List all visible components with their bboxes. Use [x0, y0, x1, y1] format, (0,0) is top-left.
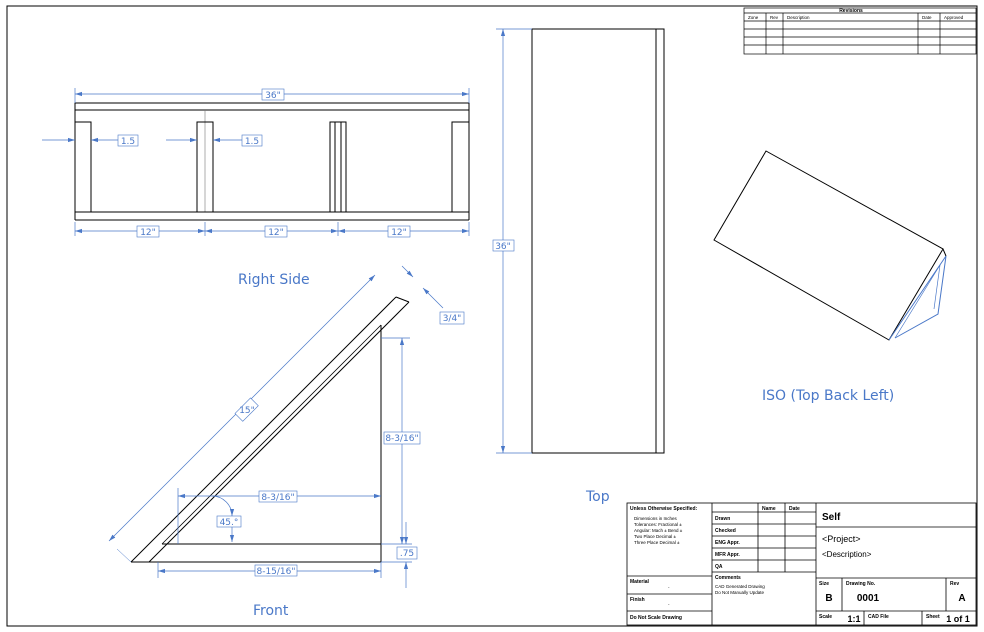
title-block-grid [626, 502, 977, 626]
front-base-dim: 8-15/16" [256, 567, 295, 577]
finish-label: Finish [630, 597, 645, 603]
rev-header-zone: Zone [748, 15, 759, 20]
rev-header-approved: Approved [944, 15, 964, 20]
scale-label: Scale [819, 614, 832, 620]
front-inner-width-dim: 8-3/16" [261, 493, 294, 503]
sheet-value: 1 of 1 [946, 614, 970, 624]
iso-label: ISO (Top Back Left) [762, 388, 894, 404]
rs-dim-labels: 36" 1.5 1.5 12" 12" 12" [117, 88, 411, 238]
rs-thick-dim-1: 1.5 [121, 137, 135, 147]
role-eng-appr: ENG Appr. [715, 540, 740, 546]
specs-line-2: Tolerances: Fractional ± [634, 522, 682, 527]
front-height-dim: 8-3/16" [385, 434, 418, 444]
drawing-no-value: 0001 [857, 593, 880, 604]
right-side-view [74, 102, 470, 221]
top-view [531, 28, 665, 454]
title-block-specs: Unless Otherwise Specified: Dimensions i… [630, 506, 698, 621]
comments-label: Comments [715, 575, 741, 581]
role-checked: Checked [715, 528, 736, 534]
revisions-title: Revisions [839, 8, 863, 14]
size-value: B [825, 593, 832, 604]
revisions-text: Revisions Zone Rev Description Date Appr… [748, 8, 964, 20]
rs-total-dim: 36" [265, 91, 281, 101]
company-name: Self [822, 512, 841, 523]
specs-line-3: Angular: Mach ± Bend ± [634, 528, 683, 533]
rev-value: A [958, 593, 965, 604]
rs-rib-1 [74, 121, 92, 213]
role-mfr-appr: MFR Appr. [715, 552, 740, 558]
front-thickness-dim: 3/4" [443, 314, 462, 324]
material-value: - [668, 585, 670, 590]
name-header: Name [762, 506, 776, 512]
top-label: Top [585, 489, 610, 505]
date-header: Date [789, 506, 800, 512]
rev-label: Rev [950, 581, 959, 587]
specs-line-4: Two Place Decimal ± [634, 534, 677, 539]
comments-line-1: CAD Generated Drawing [715, 584, 765, 589]
rev-header-date: Date [922, 15, 932, 20]
front-base-thick-dim: .75 [400, 549, 414, 559]
specs-line-5: Three Place Decimal ± [634, 540, 680, 545]
front-dimensions [108, 265, 444, 588]
front-dim-labels: 15" 3/4" 8-3/16" 8-3/16" 45.° 8-15/16" .… [216, 311, 465, 577]
rs-rib-3 [329, 121, 347, 213]
iso-view [713, 150, 947, 341]
sheet-label: Sheet [926, 614, 940, 620]
rs-top-board [74, 102, 470, 111]
rs-space-dim-3: 12" [391, 228, 407, 238]
rs-thick-dim-2: 1.5 [245, 137, 259, 147]
title-block-main: Self <Project> <Description> Size B Draw… [819, 512, 970, 624]
material-label: Material [630, 579, 650, 585]
revisions-table [743, 7, 977, 55]
do-not-scale: Do Not Scale Drawing [630, 615, 682, 621]
top-outline [531, 28, 665, 454]
rs-rib-2 [196, 121, 214, 213]
role-qa: QA [715, 564, 723, 570]
comments-line-2: Do Not Manually Update [715, 590, 765, 595]
finish-value: - [668, 602, 670, 607]
role-drawn: Drawn [715, 516, 730, 522]
project-name: <Project> [822, 534, 861, 544]
front-label: Front [253, 603, 289, 619]
sheet-border [6, 5, 978, 627]
specs-line-1: Dimensions in Inches [634, 516, 678, 521]
size-label: Size [819, 581, 829, 587]
front-hyp-dim: 15" [239, 406, 255, 416]
rs-rib-4 [451, 121, 470, 213]
specs-title: Unless Otherwise Specified: [630, 506, 698, 512]
rev-header-description: Description [787, 15, 810, 20]
rs-space-dim-1: 12" [140, 228, 156, 238]
drawing-no-label: Drawing No. [846, 581, 876, 587]
cad-file-label: CAD File [868, 614, 889, 620]
right-side-label: Right Side [238, 272, 310, 288]
rs-space-dim-2: 12" [268, 228, 284, 238]
title-block-approvals: Name Date Drawn Checked ENG Appr. MFR Ap… [715, 506, 800, 595]
front-angle-dim: 45.° [220, 518, 239, 528]
rev-header-rev: Rev [770, 15, 779, 20]
top-length-dim: 36" [495, 242, 511, 252]
front-view [130, 296, 410, 563]
scale-value: 1:1 [847, 614, 860, 624]
project-description: <Description> [822, 550, 872, 559]
